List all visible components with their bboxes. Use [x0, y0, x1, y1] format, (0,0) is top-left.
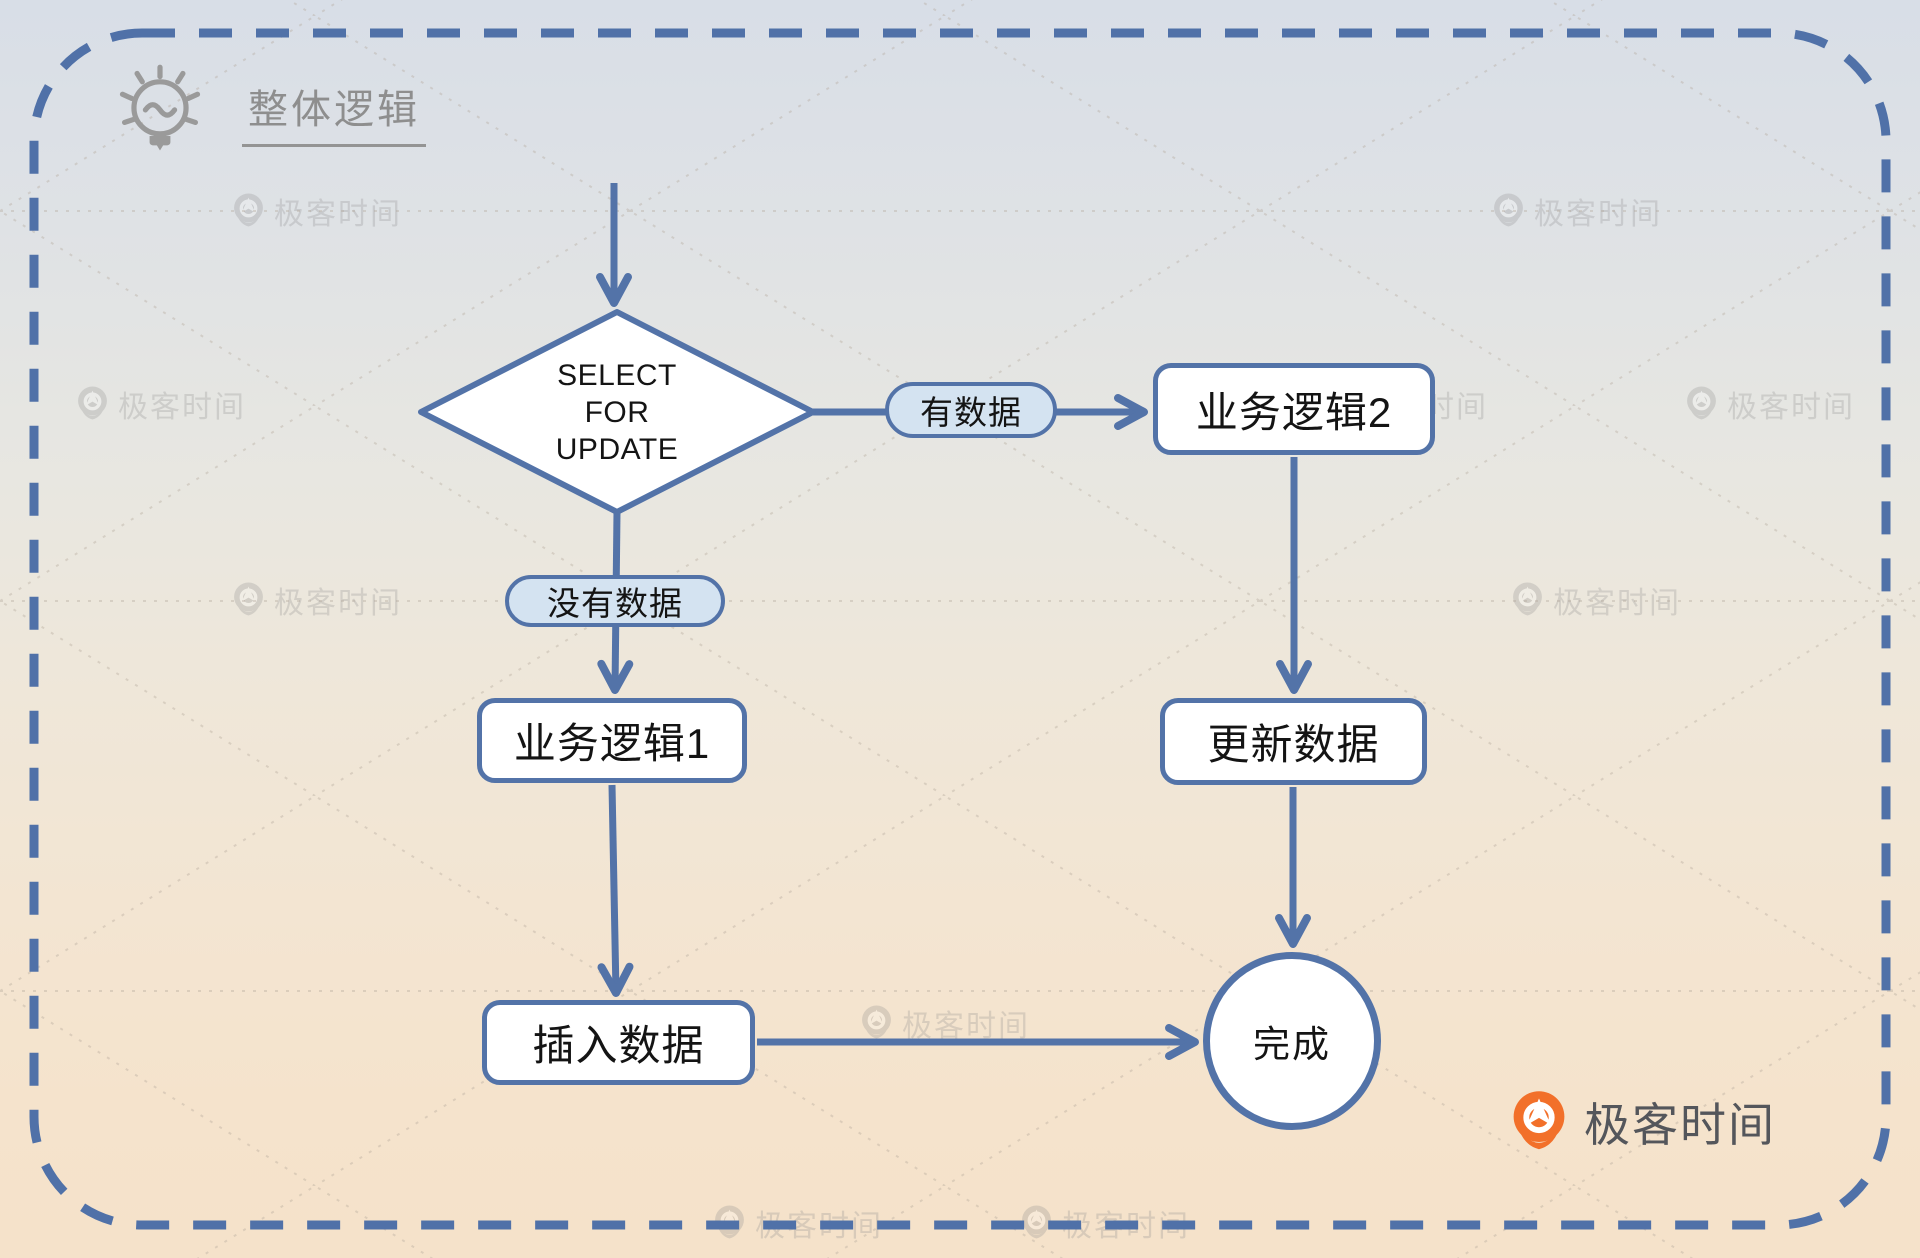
geektime-brand: 极客时间: [1510, 1088, 1776, 1156]
edge-label-has-data: 有数据: [885, 382, 1057, 438]
decision-label: SELECT FOR UPDATE: [555, 358, 679, 466]
dashed-border: [29, 28, 1891, 1230]
geektime-logo-icon: [1510, 1088, 1568, 1156]
page-title: 整体逻辑: [242, 77, 426, 147]
node-insert-data: 插入数据: [482, 1000, 755, 1085]
node-business-logic-1: 业务逻辑1: [477, 698, 747, 783]
geektime-logo-text: 极客时间: [1584, 1099, 1776, 1151]
edge-logic1-to-insert: [597, 784, 634, 997]
decision-diamond: [418, 309, 816, 515]
node-update-data: 更新数据: [1160, 698, 1427, 785]
node-done: 完成: [1203, 952, 1381, 1130]
lightbulb-icon: [119, 64, 201, 151]
header: 整体逻辑: [110, 62, 426, 162]
edge-label-no-data: 没有数据: [505, 575, 725, 627]
node-business-logic-2: 业务逻辑2: [1153, 363, 1435, 455]
